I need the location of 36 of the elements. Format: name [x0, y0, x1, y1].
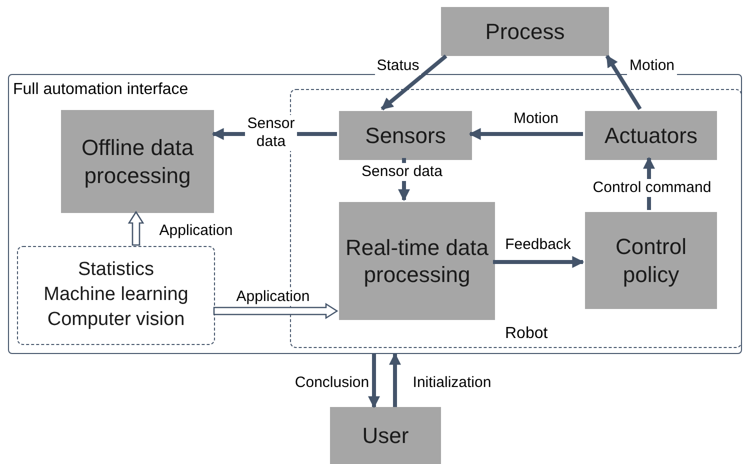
edge-label: Sensor data [245, 115, 297, 151]
box-label: Actuators [604, 122, 698, 150]
interface-frame [8, 74, 742, 354]
process-box [330, 407, 441, 464]
process-box [339, 111, 472, 160]
process-box [339, 202, 495, 320]
hollow-arrow [128, 210, 144, 246]
method-text: Computer vision [47, 308, 185, 332]
edge-label: Status [374, 57, 422, 75]
box-label: Process [485, 18, 565, 46]
arrow [380, 54, 448, 111]
edge-label: Application [234, 288, 312, 306]
box-label: Real-time data processing [344, 234, 490, 288]
arrow [605, 54, 642, 110]
hollow-arrow [213, 302, 338, 320]
edge-label: Motion [627, 57, 677, 75]
arrow [493, 256, 584, 268]
process-box [61, 110, 214, 213]
method-text: Machine learning [44, 283, 188, 308]
box-label: Offline data processing [80, 134, 195, 189]
arrow [468, 128, 583, 140]
process-box [585, 111, 717, 160]
edge-label: Sensor data [360, 163, 444, 181]
method-list-box [17, 246, 215, 345]
frame-label: Full automation interface [13, 80, 188, 100]
method-text: Statistics [78, 258, 154, 282]
edge-label: Control command [590, 179, 714, 197]
frame-label: Robot [505, 324, 548, 344]
edge-label: Application [157, 222, 235, 240]
arrow [368, 354, 380, 408]
process-box [585, 212, 717, 309]
box-label: Control policy [614, 233, 688, 288]
box-label: User [362, 422, 409, 450]
process-box [441, 7, 609, 56]
arrow [389, 352, 401, 407]
box-label: Sensors [365, 122, 446, 150]
